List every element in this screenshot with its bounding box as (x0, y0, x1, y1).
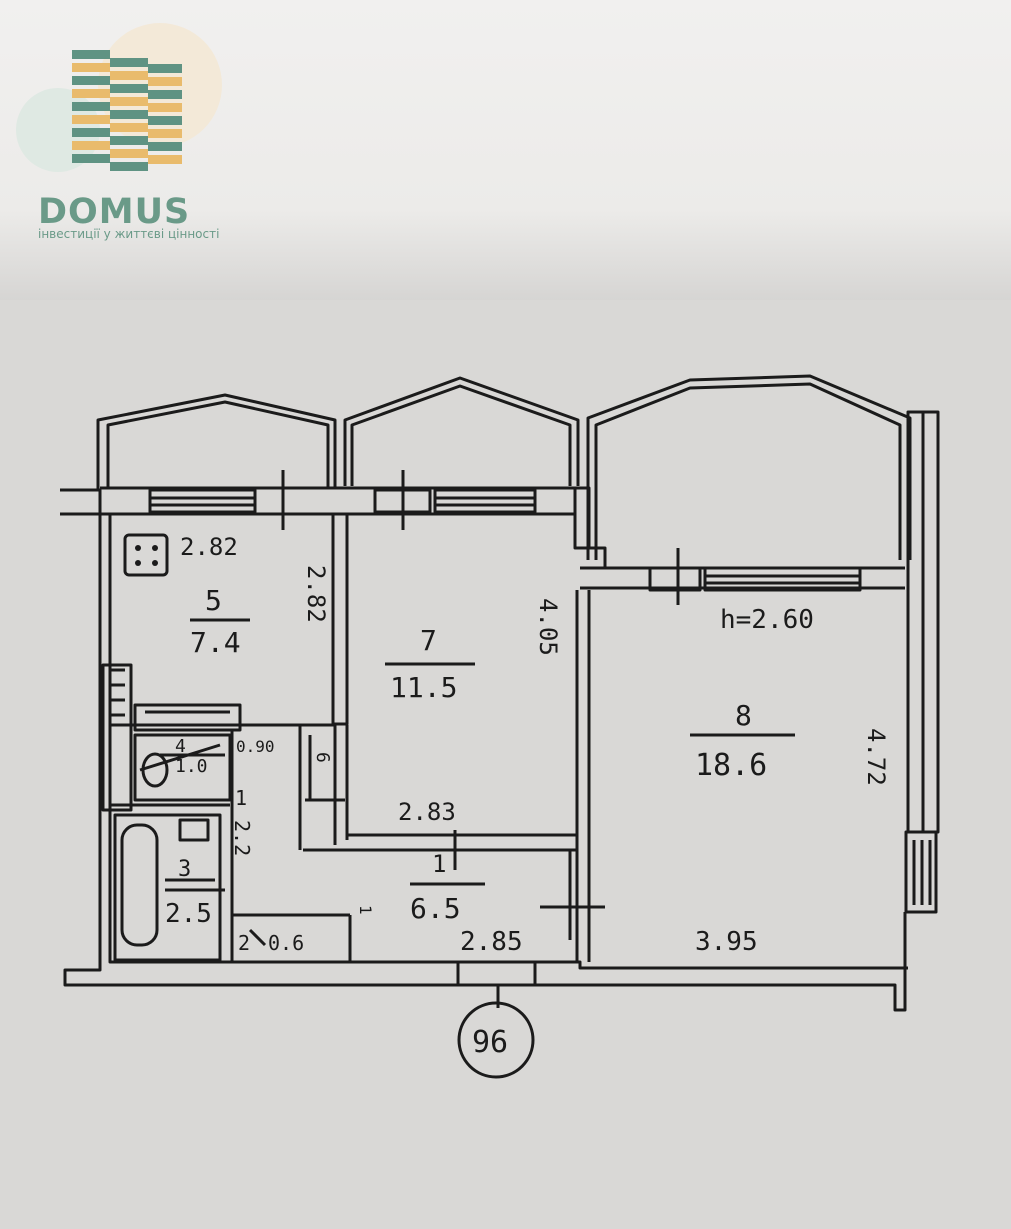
room-4-number: 4 (175, 736, 186, 757)
hall-small-dimension: 1 (356, 905, 375, 915)
corridor-depth-dimension: 1 (235, 786, 247, 810)
wc-width-dimension: 0.90 (236, 737, 275, 756)
room-3-area: 2.5 (165, 899, 212, 929)
room-4-area: 1.0 (175, 756, 208, 777)
room-5-number: 5 (205, 584, 222, 617)
domus-logo: DOMUS інвестиції у життєві цінності (10, 20, 240, 241)
room-6-number: 6 (312, 752, 333, 763)
room-1-number: 1 (432, 850, 446, 878)
living-width-dimension: 3.95 (695, 927, 758, 957)
kitchen-width-dimension: 2.82 (180, 533, 238, 561)
room-7-area: 11.5 (390, 671, 457, 704)
bedroom-width-dimension: 2.83 (398, 798, 456, 826)
ceiling-height-label: h=2.60 (720, 605, 814, 635)
room-7-number: 7 (420, 624, 437, 657)
building-logo-icon (16, 23, 222, 172)
room-2-number: 2 (238, 931, 250, 955)
plan-walls (60, 374, 940, 1079)
logo-brand: DOMUS (38, 192, 191, 232)
hall-width-dimension: 2.85 (460, 927, 523, 957)
room-5-area: 7.4 (190, 626, 241, 659)
living-depth-dimension: 4.72 (862, 728, 890, 786)
logo-tagline: інвестиції у життєві цінності (38, 227, 220, 241)
kitchen-depth-dimension: 2.82 (302, 565, 330, 623)
bath-depth-dimension: 2.2 (230, 820, 254, 856)
room-1-area: 6.5 (410, 892, 461, 925)
room-8-area: 18.6 (695, 748, 767, 783)
room-3-number: 3 (178, 857, 191, 882)
stove-burners (135, 545, 158, 566)
bedroom-depth-dimension: 4.05 (534, 598, 562, 656)
room-2-area: 0.6 (268, 931, 304, 955)
room-8-number: 8 (735, 699, 752, 732)
plan-number-label: 96 (472, 1025, 508, 1060)
